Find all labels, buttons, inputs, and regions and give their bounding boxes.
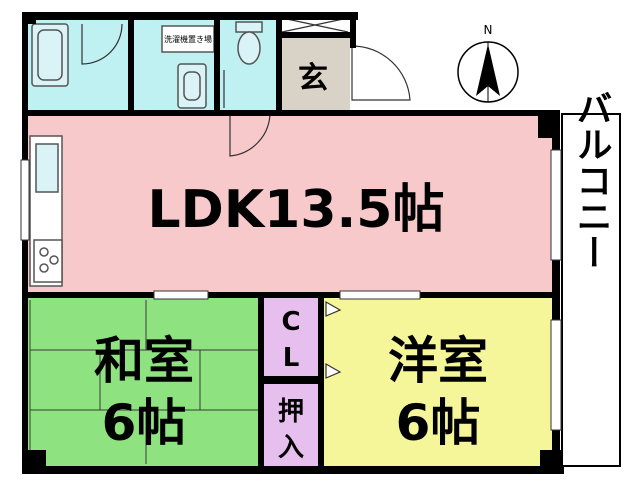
bathtub bbox=[31, 23, 69, 87]
ldk-fill bbox=[26, 112, 560, 296]
closet-fill bbox=[262, 296, 322, 378]
openings bbox=[20, 149, 562, 431]
washer-space-label: 洗濯機置き場 bbox=[164, 34, 212, 44]
washroom-door bbox=[229, 112, 271, 157]
closet-label-c: C bbox=[281, 307, 300, 337]
washitsu-fill bbox=[26, 296, 262, 468]
oshiire-label-line1: 押 bbox=[278, 397, 304, 427]
compass-north-label: N bbox=[484, 23, 493, 37]
wash-basin bbox=[177, 63, 207, 109]
balcony-fill bbox=[561, 113, 621, 467]
fixtures bbox=[29, 21, 263, 287]
entrance-door bbox=[351, 45, 411, 101]
ldk-label: LDK13.5帖 bbox=[148, 180, 445, 240]
oshiire-label-line2: 入 bbox=[278, 433, 304, 463]
closet-label-l: L bbox=[283, 343, 300, 373]
toilet-tank bbox=[235, 21, 263, 33]
oshiire-fill bbox=[262, 384, 322, 468]
doors bbox=[81, 17, 411, 379]
kitchen-sink bbox=[35, 143, 59, 193]
walls bbox=[22, 12, 564, 474]
washer-space bbox=[161, 25, 215, 53]
genkan-fill bbox=[280, 36, 350, 112]
balcony-label: バルコニー bbox=[571, 90, 612, 270]
tatami-lines bbox=[29, 300, 258, 464]
washitsu-label-line1: 和室 bbox=[94, 332, 194, 390]
compass-rose: N bbox=[457, 23, 519, 103]
youshitsu-label-line2: 6帖 bbox=[396, 394, 481, 452]
youshitsu-fill bbox=[322, 296, 560, 468]
washitsu-label-line2: 6帖 bbox=[102, 394, 187, 452]
toilet-bowl bbox=[237, 31, 261, 65]
youshitsu-label-line1: 洋室 bbox=[388, 332, 488, 390]
bath-door bbox=[81, 23, 123, 65]
genkan-label: 玄 bbox=[298, 61, 328, 96]
